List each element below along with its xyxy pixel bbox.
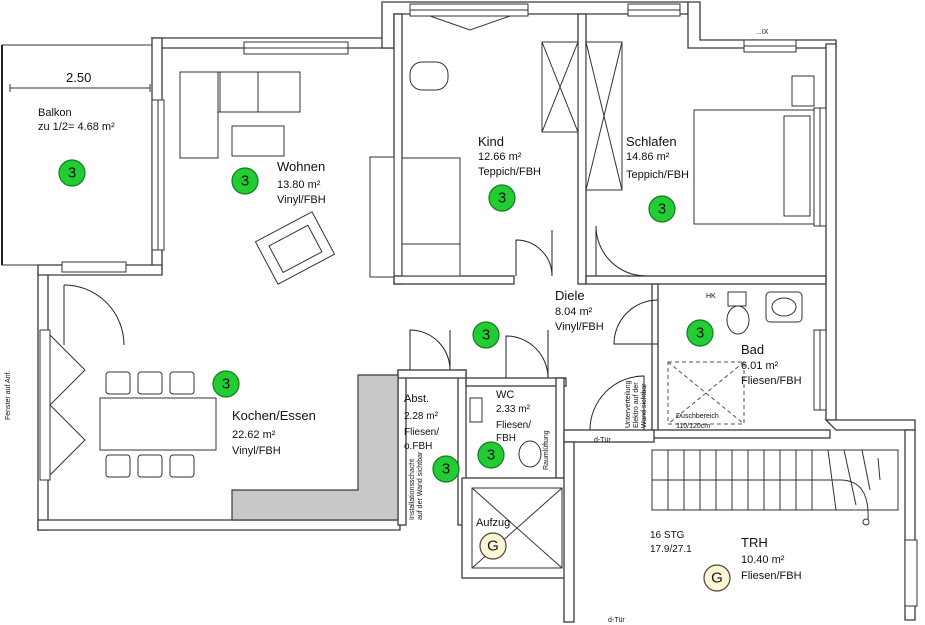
trh-floor: Fliesen/FBH xyxy=(741,570,802,582)
kind-name: Kind xyxy=(478,134,504,149)
dusche-note-2: 110/120cm xyxy=(676,423,710,430)
svg-text:3: 3 xyxy=(498,190,506,207)
badge-wohnen: 3 xyxy=(231,167,259,195)
aufzug-name: Aufzug xyxy=(476,517,510,529)
svg-text:3: 3 xyxy=(241,173,249,190)
unterverteilung-note-2: Elektro auf der xyxy=(633,382,640,428)
bad-area: 6.01 m² xyxy=(741,360,779,372)
edge-note-2: ...IX xyxy=(756,29,769,36)
svg-text:3: 3 xyxy=(482,327,490,344)
trh-area: 10.40 m² xyxy=(741,554,785,566)
badge-aufzug: G xyxy=(479,532,507,560)
svg-text:3: 3 xyxy=(696,325,704,342)
wohnen-name: Wohnen xyxy=(277,159,325,174)
badges: 3 3 3 3 3 3 3 3 3 G G xyxy=(58,159,731,592)
furniture xyxy=(99,41,899,526)
badge-abst: 3 xyxy=(432,455,460,483)
badge-kochen: 3 xyxy=(212,370,240,398)
schlafen-floor: Teppich/FBH xyxy=(626,169,689,181)
kochen-area: 22.62 m² xyxy=(232,429,276,441)
badge-trh: G xyxy=(703,564,731,592)
svg-text:3: 3 xyxy=(658,201,666,218)
schlafen-name: Schlafen xyxy=(626,134,677,149)
interior-walls xyxy=(393,13,831,623)
badge-balkon: 3 xyxy=(58,159,86,187)
svg-text:3: 3 xyxy=(442,461,450,478)
svg-text:G: G xyxy=(711,570,723,587)
wohnen-area: 13.80 m² xyxy=(277,179,321,191)
dimension-label: 2.50 xyxy=(66,70,91,85)
badge-schlafen: 3 xyxy=(648,195,676,223)
shaded-areas xyxy=(231,374,399,521)
kind-area: 12.66 m² xyxy=(478,151,522,163)
unterverteilung-note-1: Unterverteilung xyxy=(625,380,632,428)
raumluftung-note: Raumlüftung xyxy=(543,430,550,470)
balkon-area: zu 1/2= 4.68 m² xyxy=(38,121,115,133)
door-note-2: d-Tür xyxy=(608,617,625,624)
unterverteilung-note-3: Wand sichtbar xyxy=(641,383,648,428)
dusche-note-1: Duschbereich xyxy=(676,413,719,420)
abst-floor-2: o.FBH xyxy=(404,441,432,452)
install-note-2: auf der Wand sichtbar xyxy=(417,451,424,520)
trh-step-size: 17.9/27.1 xyxy=(650,544,692,555)
staircase xyxy=(651,449,899,526)
hk-note: HK xyxy=(706,293,716,300)
abst-floor-1: Fliesen/ xyxy=(404,427,439,438)
trh-name: TRH xyxy=(741,535,768,550)
wohnen-floor: Vinyl/FBH xyxy=(277,194,326,206)
install-note-1: Installationsschacht xyxy=(409,459,416,520)
svg-text:G: G xyxy=(487,538,499,555)
wc-floor-2: FBH xyxy=(496,433,516,444)
wc-floor-1: Fliesen/ xyxy=(496,420,531,431)
diele-area: 8.04 m² xyxy=(555,306,593,318)
diele-name: Diele xyxy=(555,288,585,303)
bad-floor: Fliesen/FBH xyxy=(741,375,802,387)
svg-text:3: 3 xyxy=(222,376,230,393)
wc-name: WC xyxy=(496,389,514,401)
bad-name: Bad xyxy=(741,342,764,357)
badge-wc: 3 xyxy=(477,441,505,469)
kochen-floor: Vinyl/FBH xyxy=(232,445,281,457)
badge-bad: 3 xyxy=(686,319,714,347)
diele-floor: Vinyl/FBH xyxy=(555,321,604,333)
abst-area: 2.28 m² xyxy=(404,411,439,422)
balkon-name: Balkon xyxy=(38,107,72,119)
schlafen-area: 14.86 m² xyxy=(626,151,670,163)
kochen-name: Kochen/Essen xyxy=(232,408,316,423)
door-note-1: d-Tür xyxy=(594,437,611,444)
windows xyxy=(39,3,918,607)
kind-floor: Teppich/FBH xyxy=(478,166,541,178)
badge-diele: 3 xyxy=(472,321,500,349)
abst-name: Abst. xyxy=(404,393,429,405)
edge-note-1: Fenster auf Anf. xyxy=(5,371,12,420)
svg-text:3: 3 xyxy=(68,165,76,182)
badge-kind: 3 xyxy=(488,184,516,212)
trh-steps: 16 STG xyxy=(650,530,685,541)
wc-area: 2.33 m² xyxy=(496,404,531,415)
doors xyxy=(63,225,659,431)
labels: 2.50 Balkon zu 1/2= 4.68 m² Wohnen 13.80… xyxy=(5,29,802,624)
svg-text:3: 3 xyxy=(487,447,495,464)
